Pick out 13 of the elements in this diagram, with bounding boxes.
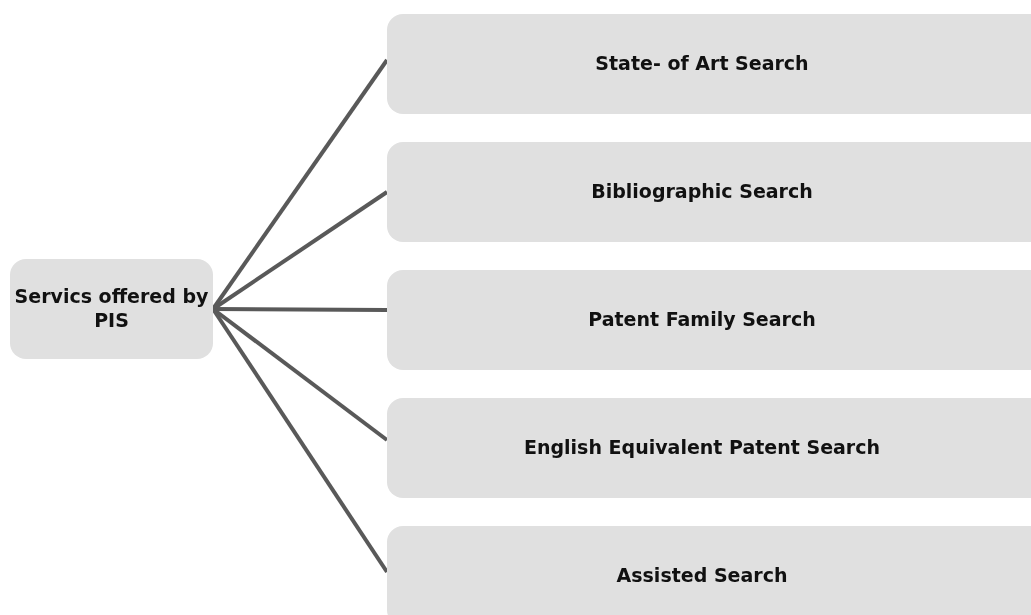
node-label: Patent Family Search	[588, 308, 816, 332]
service-box	[387, 270, 1031, 370]
service-box	[387, 142, 1031, 242]
node-label: English Equivalent Patent Search	[524, 436, 880, 460]
node-label: State- of Art Search	[595, 52, 809, 76]
root-box	[10, 259, 213, 359]
node-label: Servics offered by PIS	[13, 285, 210, 333]
connector-line	[213, 307, 387, 312]
service-box	[387, 526, 1031, 615]
node-label: Assisted Search	[616, 564, 788, 588]
node-label: Bibliographic Search	[591, 180, 813, 204]
service-box	[387, 14, 1031, 114]
service-box	[387, 398, 1031, 498]
